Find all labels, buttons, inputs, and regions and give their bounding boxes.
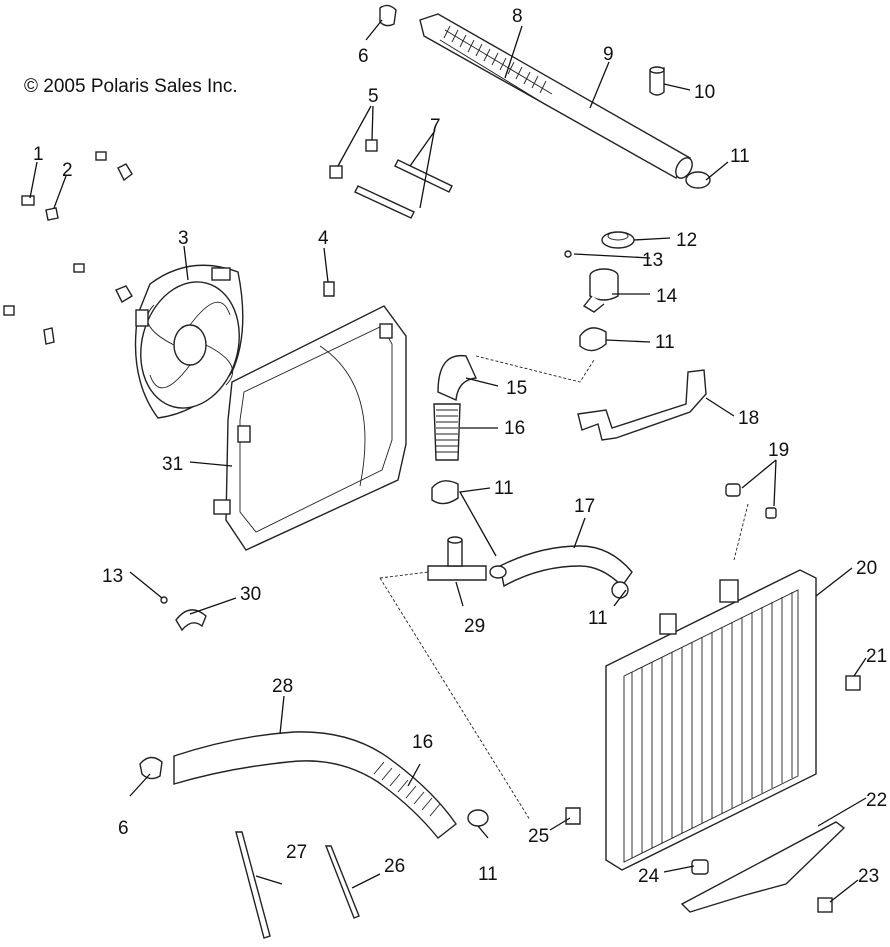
long-bolt-27 — [235, 831, 271, 939]
clamp-6-lower — [139, 756, 163, 780]
screw-13-lower — [160, 596, 168, 604]
bolt-23 — [817, 897, 833, 913]
callout-15: 15 — [506, 378, 527, 399]
bypass-hose — [499, 545, 633, 588]
connection-line-lower — [379, 571, 531, 821]
shroud-bolt — [323, 281, 335, 297]
callout-31: 31 — [162, 454, 183, 475]
callout-11-b: 11 — [655, 332, 675, 353]
callout-9: 9 — [603, 44, 614, 65]
radiator-cap — [601, 231, 635, 249]
fan-hardware — [3, 151, 133, 345]
callout-12: 12 — [676, 230, 697, 251]
callout-16-lower: 16 — [412, 732, 433, 753]
callout-24: 24 — [638, 866, 660, 887]
radiator — [605, 569, 817, 871]
callout-26: 26 — [384, 856, 405, 877]
lower-bracket — [680, 821, 846, 913]
callout-17: 17 — [574, 496, 595, 517]
lower-radiator-hose — [173, 731, 457, 839]
coupler-11 — [579, 327, 607, 352]
callout-23: 23 — [858, 866, 879, 887]
callout-16-upper: 16 — [504, 418, 525, 439]
clamp-11-lower — [467, 809, 489, 827]
callout-27: 27 — [286, 842, 307, 863]
filler-neck — [582, 268, 619, 313]
callout-19: 19 — [768, 440, 789, 461]
callout-11-c: 11 — [494, 478, 514, 499]
callout-8: 8 — [512, 6, 523, 27]
callout-25: 25 — [528, 826, 549, 847]
callout-11-e: 11 — [478, 864, 498, 885]
callout-13-upper: 13 — [642, 250, 663, 271]
callout-6-bottom: 6 — [118, 818, 129, 839]
callout-numbers: 1 2 3 4 5 6 6 7 8 9 10 11 11 11 11 11 12… — [33, 6, 887, 887]
callout-18: 18 — [738, 408, 759, 429]
clip-30 — [175, 609, 207, 632]
copyright-notice: © 2005 Polaris Sales Inc. — [24, 76, 238, 97]
leader-lines — [29, 19, 867, 903]
elbow-hose — [433, 354, 478, 461]
coupler-mid — [431, 480, 459, 505]
fan-shroud — [213, 305, 407, 551]
callout-21: 21 — [866, 646, 887, 667]
callout-6-top: 6 — [358, 46, 369, 67]
callout-11-d: 11 — [588, 608, 608, 629]
bolt-25 — [565, 807, 581, 825]
long-bolt-26 — [324, 845, 360, 919]
callout-13-lower: 13 — [102, 566, 123, 587]
callout-7: 7 — [430, 116, 441, 137]
callout-1: 1 — [33, 144, 44, 165]
grommet-24 — [691, 859, 709, 875]
bolt-21 — [845, 675, 861, 691]
callout-30: 30 — [240, 584, 261, 605]
mounting-bracket — [577, 369, 707, 441]
tee-fitting — [427, 536, 487, 581]
mount-rods — [354, 159, 453, 219]
connection-line-upper — [475, 355, 595, 383]
callout-3: 3 — [178, 228, 189, 249]
nut-b — [365, 139, 378, 152]
callout-5: 5 — [368, 86, 379, 107]
callout-2: 2 — [62, 160, 73, 181]
clamp-17 — [489, 565, 507, 579]
hose-clamp-upper-right — [685, 171, 711, 189]
hose-clamp-top — [379, 4, 397, 27]
grommet-a — [725, 483, 741, 497]
callout-14: 14 — [656, 286, 678, 307]
callout-28: 28 — [272, 676, 293, 697]
connection-line-grommet — [733, 503, 749, 561]
grommet-b — [765, 507, 777, 519]
callout-4: 4 — [318, 228, 329, 249]
nut-a — [329, 165, 343, 179]
upper-radiator-hose — [419, 13, 693, 179]
cap-fitting — [649, 66, 665, 96]
callout-20: 20 — [856, 558, 877, 579]
callout-11-a: 11 — [730, 146, 750, 167]
cooling-fan-assembly — [134, 264, 244, 419]
callout-29: 29 — [464, 616, 485, 637]
screw-13-upper — [564, 250, 572, 258]
callout-22: 22 — [866, 790, 887, 811]
callout-10: 10 — [694, 82, 715, 103]
